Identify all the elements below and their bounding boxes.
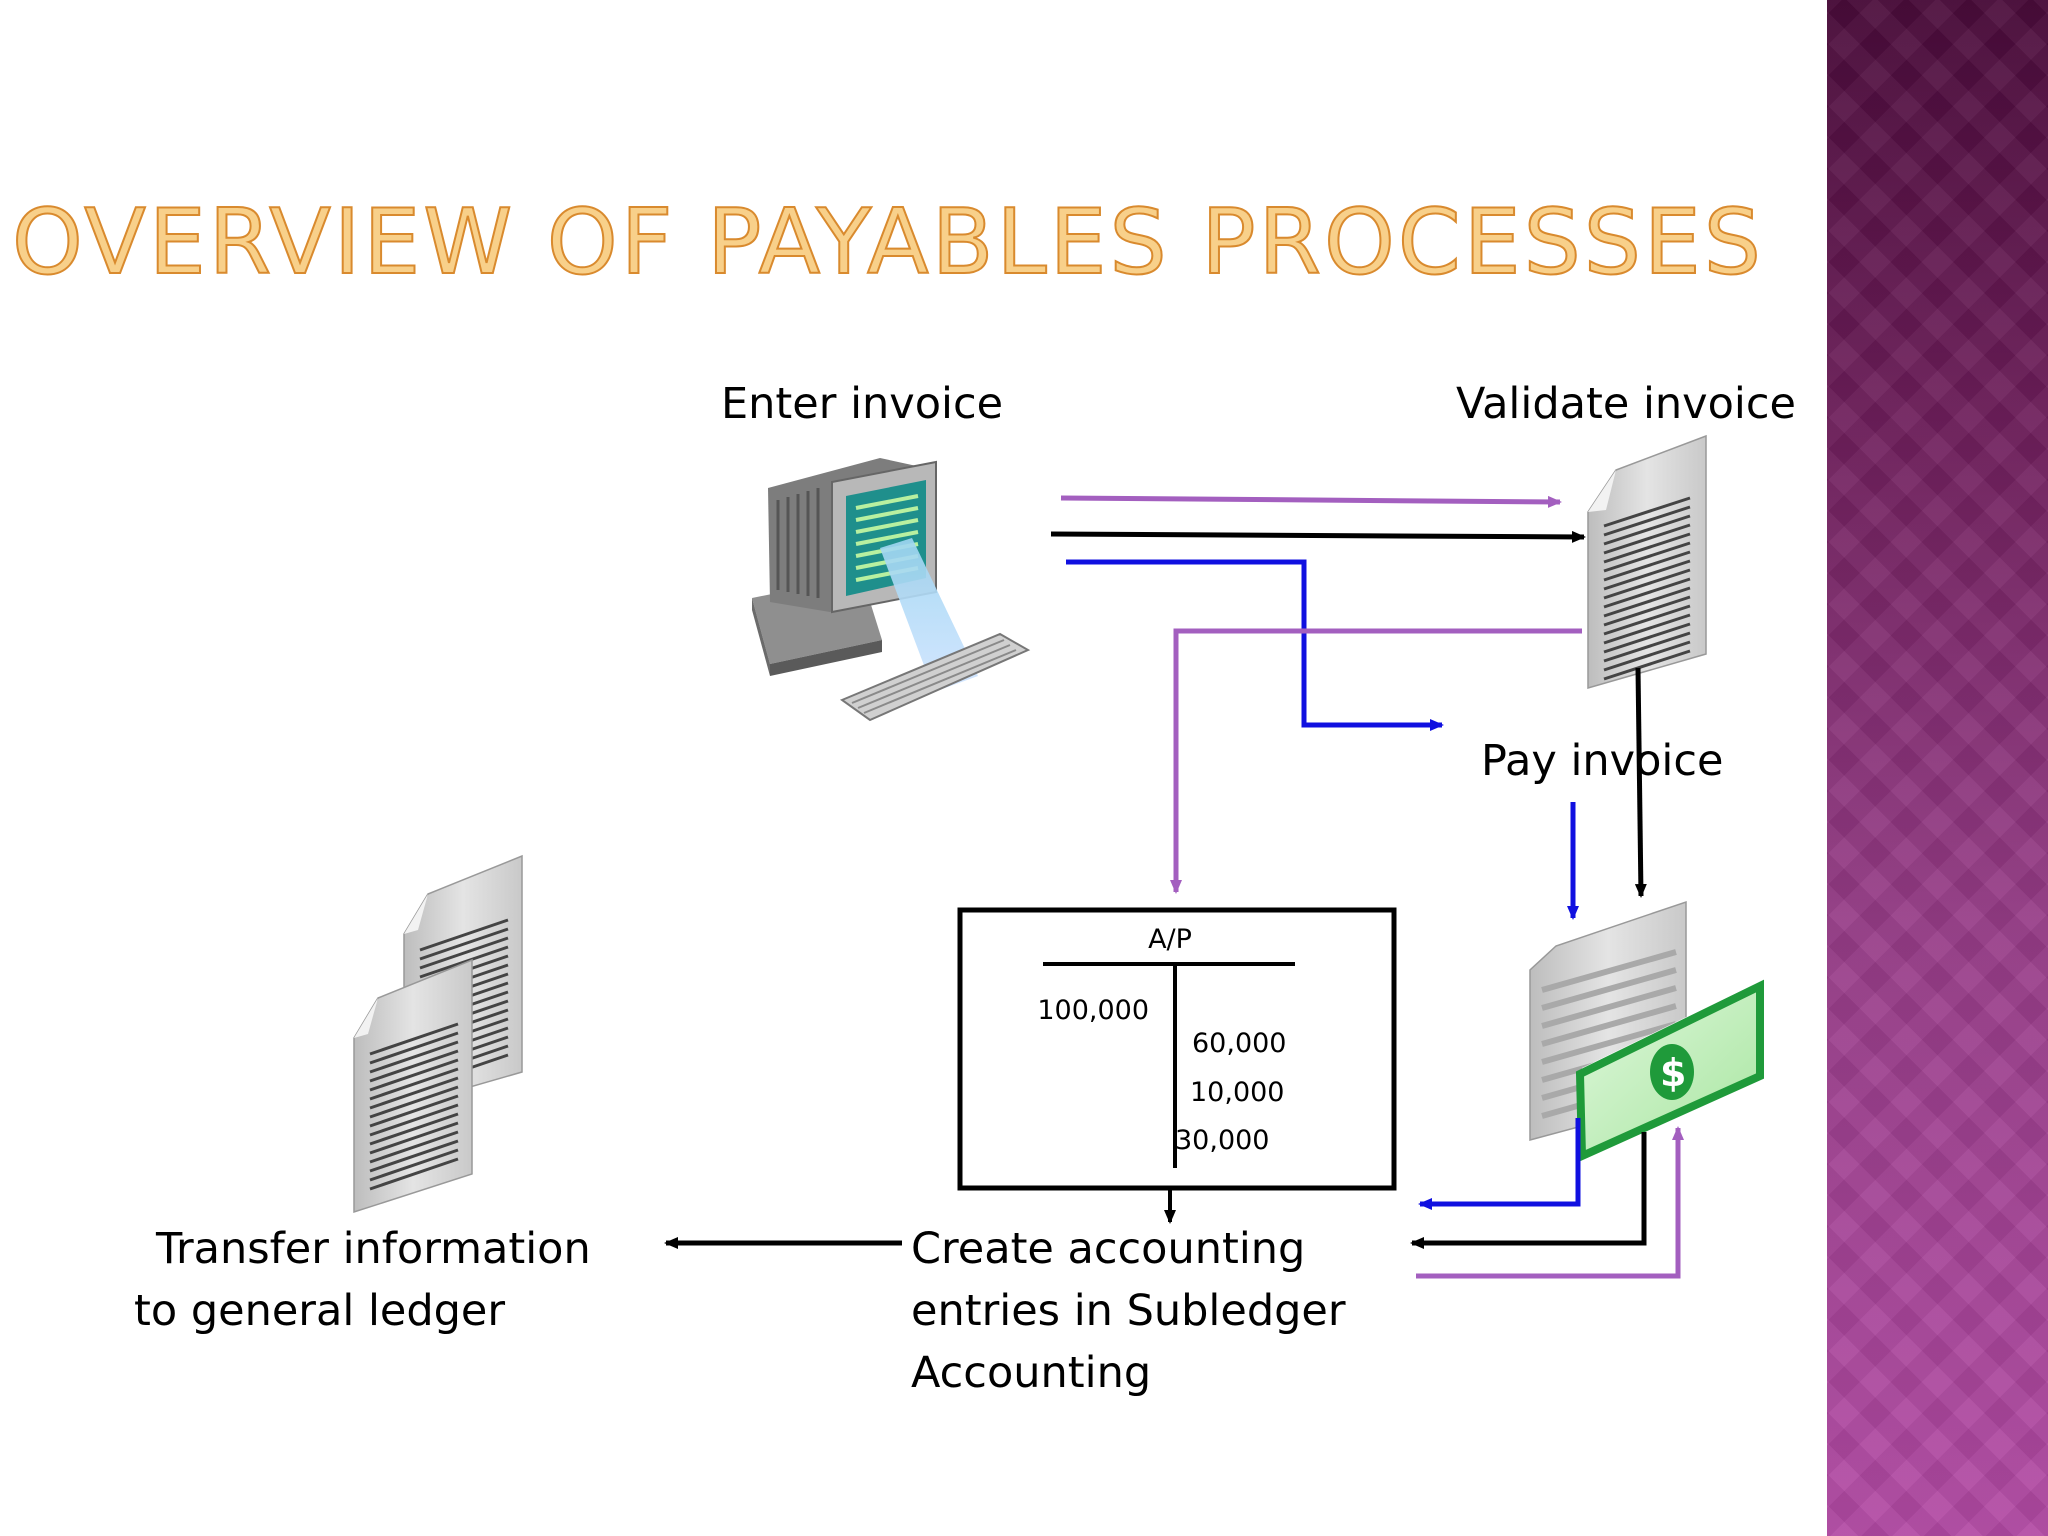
document-text-line (1603, 514, 1691, 546)
label-line: Transfer information (156, 1224, 591, 1274)
document-text-line (1603, 559, 1691, 591)
label-pay-invoice: Pay invoice (1481, 736, 1724, 786)
document-text-line (419, 927, 509, 961)
invoice-with-dollar-bill-icon: $ (1529, 900, 1764, 1163)
invoice-document-icon (1587, 434, 1707, 689)
document-text-line (1541, 985, 1677, 1029)
document-text-line (1603, 631, 1691, 663)
document-text-line (369, 1076, 459, 1110)
document-text-line (1603, 568, 1691, 600)
document-text-line (369, 1121, 459, 1155)
document-text-line (369, 1031, 459, 1065)
document-text-line (1603, 604, 1691, 636)
document-text-line (369, 1067, 459, 1101)
slide-title: OVERVIEW OF PAYABLES PROCESSES (11, 190, 1764, 295)
document-text-line (1603, 649, 1691, 681)
arrow-validate-to-payment-black (1634, 667, 1647, 898)
document-text-line (1603, 586, 1691, 618)
arrow-enter-to-validate-purple (1060, 495, 1562, 508)
document-text-line (369, 1148, 459, 1182)
document-text-line (1603, 577, 1691, 609)
t-account-credit: 30,000 (1175, 1125, 1269, 1156)
document-text-line (1541, 949, 1677, 993)
document-text-line (1603, 505, 1691, 537)
label-validate-invoice: Validate invoice (1456, 379, 1796, 429)
document-text-line (1603, 523, 1691, 555)
flow-arrows (664, 495, 1684, 1279)
document-text-line (369, 1022, 459, 1056)
document-text-line (1541, 1003, 1677, 1047)
document-text-line (419, 918, 509, 952)
dollar-sign: $ (1660, 1051, 1686, 1095)
document-text-line (369, 1049, 459, 1083)
document-text-line (1603, 622, 1691, 654)
stacked-documents-icon (353, 854, 523, 1214)
document-text-line (369, 1139, 459, 1173)
document-text-line (369, 1130, 459, 1164)
document-text-line (1603, 496, 1691, 528)
document-text-line (369, 1157, 459, 1191)
label-line: to general ledger (134, 1286, 506, 1336)
arrow-enter-to-validate-black (1050, 530, 1586, 543)
ap-t-account: A/P 100,000 60,000 10,000 30,000 (957, 907, 1397, 1191)
document-text-line (1541, 1021, 1677, 1065)
label-line: entries in Subledger (911, 1286, 1346, 1336)
decorative-sidebar (1827, 0, 2048, 1536)
document-text-line (1603, 541, 1691, 573)
document-text-line (369, 1040, 459, 1074)
arrow-enter-to-pay-blue (1066, 559, 1444, 731)
t-account-title: A/P (1148, 924, 1192, 955)
document-text-line (419, 945, 509, 979)
arrow-payment-to-accounting-black (1410, 1132, 1647, 1249)
document-text-line (419, 936, 509, 970)
document-text-line (369, 1103, 459, 1137)
document-text-line (1603, 640, 1691, 672)
label-create-accounting: Create accounting entries in Subledger A… (911, 1218, 1346, 1404)
document-text-line (369, 1112, 459, 1146)
document-text-line (369, 1085, 459, 1119)
document-text-line (369, 1094, 459, 1128)
slide: OVERVIEW OF PAYABLES PROCESSES (11, 190, 1796, 1404)
t-account-debit: 100,000 (1037, 995, 1149, 1026)
document-text-line (1603, 595, 1691, 627)
arrow-payment-to-accounting-blue (1418, 1118, 1581, 1210)
t-account-credit: 10,000 (1190, 1077, 1284, 1108)
t-account-credit: 60,000 (1192, 1028, 1286, 1059)
arrow-accounting-to-payment-purple (1416, 1126, 1684, 1279)
document-text-line (1603, 550, 1691, 582)
process-diagram: $ A/P 100,000 60,000 10,000 30,000 (353, 434, 1764, 1279)
label-line: Accounting (911, 1348, 1152, 1398)
computer-terminal-icon (752, 458, 1031, 722)
arrow-validate-to-accounting-purple (1170, 628, 1582, 894)
document-text-line (1541, 967, 1677, 1011)
document-text-line (1603, 532, 1691, 564)
document-text-line (369, 1058, 459, 1092)
label-line: Create accounting (911, 1224, 1306, 1274)
label-transfer-gl: Transfer information to general ledger (134, 1218, 591, 1342)
label-enter-invoice: Enter invoice (721, 379, 1004, 429)
document-text-line (1603, 613, 1691, 645)
